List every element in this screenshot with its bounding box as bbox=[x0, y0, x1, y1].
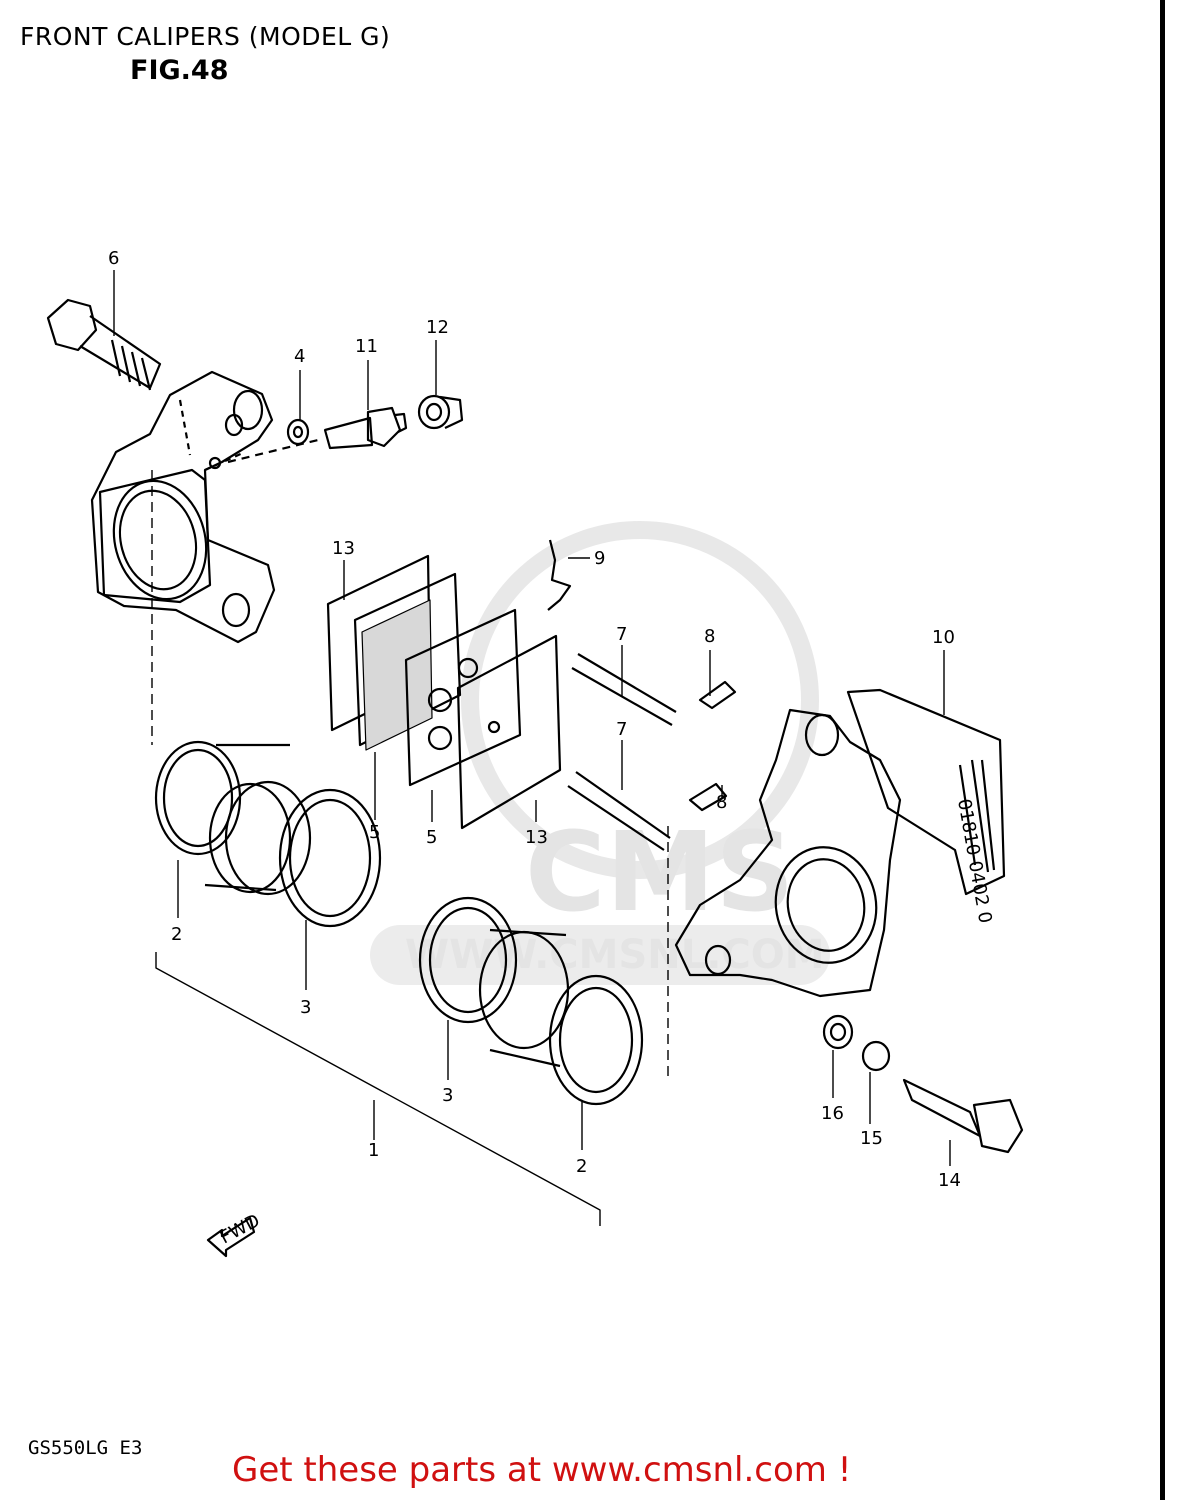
callout-16: 16 bbox=[821, 1103, 844, 1124]
callout-15: 15 bbox=[860, 1128, 883, 1149]
leader-lines bbox=[113, 270, 951, 1226]
callout-5-left: 5 bbox=[369, 822, 380, 843]
part-8-clips bbox=[688, 680, 737, 812]
callout-7-bottom: 7 bbox=[616, 719, 627, 740]
cms-watermark: CMS WWW.CMSNL.COM bbox=[370, 521, 830, 985]
piston-seal-set-left bbox=[154, 740, 382, 928]
callout-7-top: 7 bbox=[616, 624, 627, 645]
page-right-border bbox=[1160, 0, 1165, 1500]
callout-2-left: 2 bbox=[171, 924, 182, 945]
forward-arrow-icon bbox=[206, 1216, 256, 1258]
watermark-logo-text: CMS bbox=[525, 808, 794, 936]
callout-8-bottom: 8 bbox=[716, 792, 727, 813]
callout-10: 10 bbox=[932, 627, 955, 648]
parts-16-15-14-hardware bbox=[822, 1014, 1024, 1154]
part-5-pad-right bbox=[404, 608, 522, 787]
fwd-text: FWD bbox=[216, 1210, 263, 1248]
part-11-bleeder-valve bbox=[323, 406, 408, 450]
callout-12: 12 bbox=[426, 317, 449, 338]
caliper-outer-half bbox=[674, 708, 902, 998]
callout-1: 1 bbox=[368, 1140, 379, 1161]
callout-8-top: 8 bbox=[704, 626, 715, 647]
callout-11: 11 bbox=[355, 336, 378, 357]
part-5-pad-left bbox=[353, 572, 462, 747]
part-7-pad-pins bbox=[567, 653, 677, 851]
callout-3-left: 3 bbox=[300, 997, 311, 1018]
callout-14: 14 bbox=[938, 1170, 961, 1191]
part-10-pad-cover bbox=[846, 688, 1006, 896]
callout-numbers: 6 4 11 12 13 9 7 8 10 7 8 5 5 13 2 3 3 1… bbox=[108, 248, 961, 1191]
callout-13-bottom: 13 bbox=[525, 827, 548, 848]
part-12-bleeder-cap bbox=[417, 394, 464, 430]
part-13-shim-right bbox=[456, 634, 562, 830]
callout-4: 4 bbox=[294, 346, 305, 367]
page-title: FRONT CALIPERS (MODEL G) bbox=[20, 22, 391, 51]
part-4-washer bbox=[286, 418, 310, 446]
callout-3-right: 3 bbox=[442, 1085, 453, 1106]
callout-9: 9 bbox=[594, 548, 605, 569]
figure-number: FIG.48 bbox=[130, 55, 229, 86]
piston-seal-set-right bbox=[418, 896, 644, 1106]
watermark-url-text: WWW.CMSNL.COM bbox=[405, 932, 825, 978]
caliper-inner-half bbox=[90, 370, 276, 644]
part-9-pad-spring bbox=[547, 539, 572, 611]
callout-5-right: 5 bbox=[426, 827, 437, 848]
brake-pad-assembly bbox=[326, 554, 562, 830]
callout-2-right: 2 bbox=[576, 1156, 587, 1177]
cmsnl-parts-link[interactable]: Get these parts at www.cmsnl.com ! bbox=[232, 1450, 852, 1490]
callout-6: 6 bbox=[108, 248, 119, 269]
callout-13-top: 13 bbox=[332, 538, 355, 559]
part-6-bolt bbox=[46, 298, 162, 391]
model-code: GS550LG E3 bbox=[28, 1437, 143, 1459]
